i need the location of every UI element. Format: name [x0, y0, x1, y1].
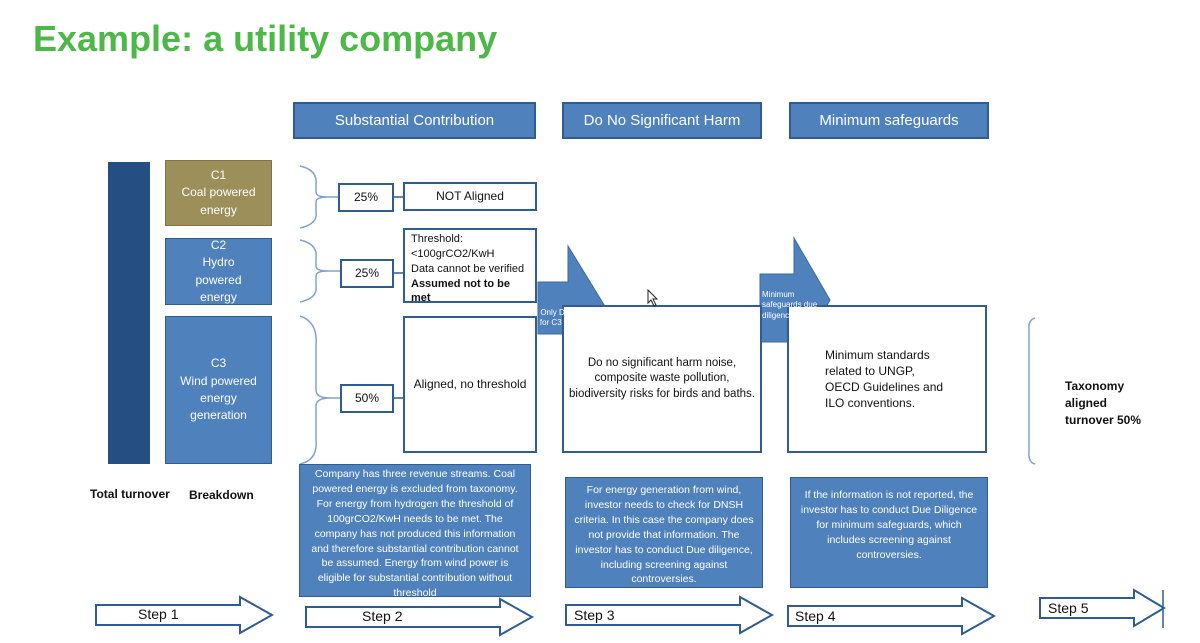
- activity-c3-name: Wind powered energy generation: [180, 373, 257, 423]
- header-minimum-safeguards: Minimum safeguards: [789, 102, 989, 139]
- activity-c2-name: Hydro powered energy: [195, 255, 242, 304]
- step-4-label: Step 4: [795, 608, 836, 624]
- assessment-c2-conclusion: Assumed not to be met: [411, 277, 511, 305]
- dnsh-arrow-label: Only DNSH for C3 Wind: [539, 308, 583, 328]
- ms-arrow-label: Minimum safeguards due diligence: [762, 290, 818, 320]
- dnsh-box: Do no significant harm noise, composite …: [562, 305, 762, 453]
- percentage-c1: 25%: [338, 183, 394, 212]
- minimum-standards-box: Minimum standards related to UNGP, OECD …: [787, 305, 987, 453]
- mouse-cursor-icon: [647, 289, 659, 307]
- step2-description: Company has three revenue streams. Coal …: [299, 464, 531, 597]
- page-title: Example: a utility company: [33, 18, 498, 59]
- assessment-c3: Aligned, no threshold: [403, 316, 537, 453]
- step-5-label: Step 5: [1048, 600, 1089, 616]
- step-1-label: Step 1: [138, 606, 179, 622]
- activity-c1: C1 Coal powered energy: [165, 160, 272, 226]
- assessment-c1: NOT Aligned: [403, 182, 537, 211]
- activity-c3-code: C3: [210, 356, 227, 371]
- percentage-c2: 25%: [340, 259, 394, 288]
- total-turnover-label: Total turnover: [90, 487, 170, 501]
- step-3-label: Step 3: [574, 607, 615, 623]
- taxonomy-aligned-result: Taxonomy aligned turnover 50%: [1065, 379, 1142, 427]
- assessment-c2-line2: <100grCO2/KwH: [411, 247, 495, 260]
- activity-c2-code: C2: [210, 237, 227, 252]
- step-2-label: Step 2: [362, 608, 403, 624]
- activity-c2: C2 Hydro powered energy: [165, 238, 272, 305]
- step4-description: If the information is not reported, the …: [790, 477, 988, 588]
- total-turnover-bar: [108, 162, 150, 464]
- header-dnsh: Do No Significant Harm: [562, 102, 762, 139]
- activity-c1-code: C1: [210, 167, 227, 182]
- step3-description: For energy generation from wind, investo…: [565, 477, 763, 588]
- assessment-c2-line3: Data cannot be verified: [411, 262, 525, 275]
- activity-c1-name: Coal powered energy: [181, 185, 256, 217]
- breakdown-label: Breakdown: [189, 488, 254, 502]
- assessment-c2-line1: Threshold:: [411, 233, 463, 245]
- activity-c3: C3 Wind powered energy generation: [165, 316, 272, 464]
- header-substantial-contribution: Substantial Contribution: [293, 102, 536, 139]
- assessment-c2: Threshold: <100grCO2/KwH Data cannot be …: [403, 228, 537, 304]
- percentage-c3: 50%: [340, 384, 394, 413]
